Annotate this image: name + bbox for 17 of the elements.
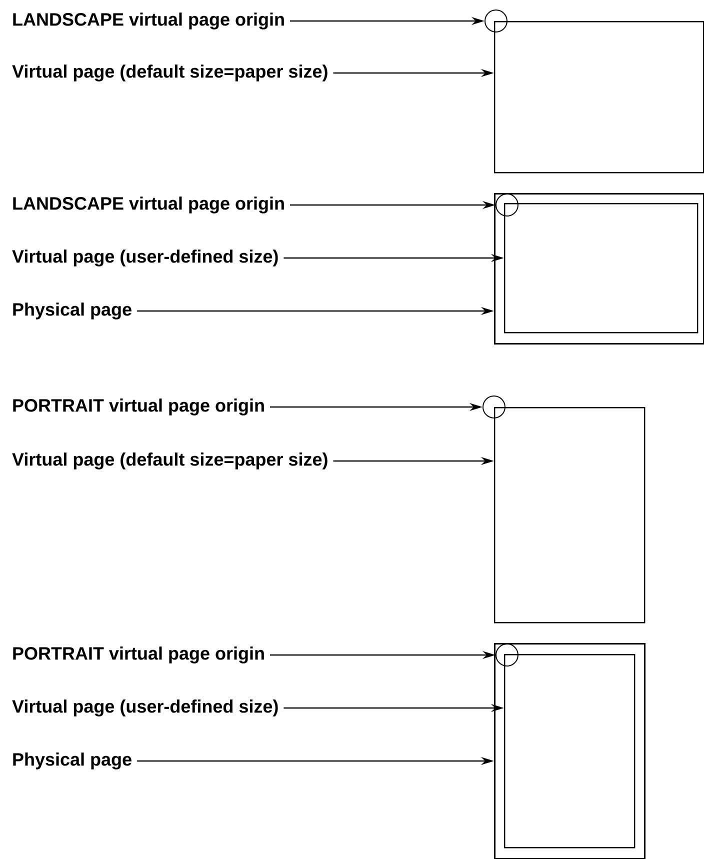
label-text: Physical page xyxy=(13,302,132,320)
label-text: PORTRAIT virtual page origin xyxy=(13,398,264,416)
origin-circle xyxy=(496,194,518,216)
label-text: Virtual page (default size=paper size) xyxy=(12,452,328,470)
origin-circle xyxy=(496,644,518,666)
label-text: Virtual page (default size=paper size) xyxy=(12,64,328,82)
label-text: LANDSCAPE virtual page origin xyxy=(13,12,284,30)
label-text: LANDSCAPE virtual page origin xyxy=(13,196,284,214)
page-rectangle xyxy=(504,203,698,334)
page-rectangle xyxy=(504,654,636,848)
label-text: Virtual page (user-defined size) xyxy=(12,700,278,716)
page-rectangle xyxy=(494,407,646,624)
origin-circle xyxy=(484,10,508,32)
label-text: PORTRAIT virtual page origin xyxy=(13,646,264,664)
origin-circle xyxy=(482,396,506,418)
label-text: Virtual page (user-defined size) xyxy=(12,250,278,266)
label-text: Physical page xyxy=(13,752,132,770)
